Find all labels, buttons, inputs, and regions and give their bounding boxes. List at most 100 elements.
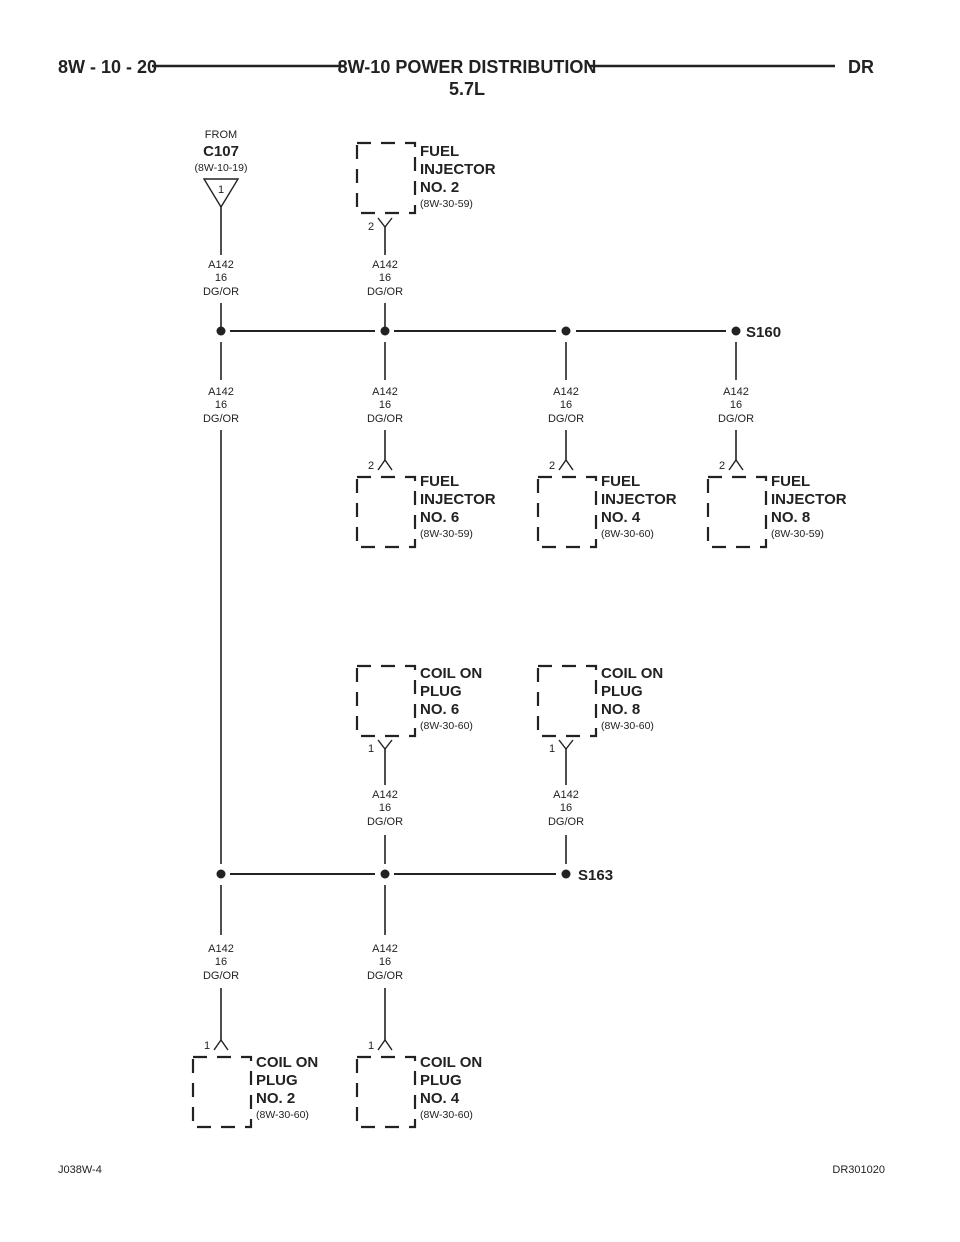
source-pin: 1 bbox=[218, 184, 224, 196]
svg-text:A142: A142 bbox=[372, 259, 398, 271]
wire-label-coil-6: A142 16 DG/OR bbox=[367, 789, 403, 828]
pin-fork-icon bbox=[558, 739, 574, 751]
fuel-injector-no-2: FUEL INJECTOR NO. 2 (8W-30-59) 2 bbox=[355, 141, 496, 233]
wire-label-main-trunk: A142 16 DG/OR bbox=[203, 386, 239, 425]
svg-text:16: 16 bbox=[379, 399, 391, 411]
splice-node bbox=[216, 869, 226, 879]
pin-fork-icon bbox=[558, 458, 574, 471]
pin-number: 2 bbox=[719, 460, 725, 472]
component-label-line3: NO. 6 bbox=[420, 701, 459, 718]
component-box bbox=[536, 475, 598, 549]
splice-label-s160: S160 bbox=[746, 324, 781, 341]
component-ref: (8W-30-60) bbox=[601, 720, 654, 732]
wire-label-injector-8: A142 16 DG/OR bbox=[718, 386, 754, 425]
splice-node bbox=[561, 326, 571, 336]
component-ref: (8W-30-59) bbox=[420, 528, 473, 540]
splice-node bbox=[561, 869, 571, 879]
svg-text:16: 16 bbox=[730, 399, 742, 411]
splice-node bbox=[216, 326, 226, 336]
component-label-line2: INJECTOR bbox=[771, 491, 847, 508]
pin-fork-icon bbox=[728, 458, 744, 471]
svg-text:16: 16 bbox=[379, 802, 391, 814]
component-label-line1: COIL ON bbox=[256, 1054, 318, 1071]
svg-text:DG/OR: DG/OR bbox=[203, 970, 239, 982]
component-box bbox=[355, 1055, 417, 1129]
component-label-line1: COIL ON bbox=[601, 665, 663, 682]
svg-text:16: 16 bbox=[215, 272, 227, 284]
page-subtitle: 5.7L bbox=[449, 79, 485, 99]
model-code: DR bbox=[848, 57, 874, 77]
component-box bbox=[355, 141, 417, 215]
wire-label-coil-2: A142 16 DG/OR bbox=[203, 943, 239, 982]
component-box bbox=[355, 475, 417, 549]
pin-fork-icon bbox=[377, 1038, 393, 1051]
component-box bbox=[191, 1055, 253, 1129]
svg-text:A142: A142 bbox=[723, 386, 749, 398]
svg-text:DG/OR: DG/OR bbox=[203, 413, 239, 425]
component-label-line2: PLUG bbox=[420, 1072, 462, 1089]
pin-number: 1 bbox=[549, 743, 555, 755]
coil-on-plug-no-4: 1 COIL ON PLUG NO. 4 (8W-30-60) bbox=[355, 1038, 482, 1129]
component-label-line3: NO. 4 bbox=[420, 1090, 460, 1107]
svg-text:DG/OR: DG/OR bbox=[203, 286, 239, 298]
component-label-line3: NO. 8 bbox=[601, 701, 640, 718]
wire-label-injector-4: A142 16 DG/OR bbox=[548, 386, 584, 425]
component-ref: (8W-30-60) bbox=[420, 1109, 473, 1121]
pin-fork-icon bbox=[377, 739, 393, 751]
pin-number: 2 bbox=[549, 460, 555, 472]
source-connector-name: C107 bbox=[203, 143, 239, 160]
svg-text:DG/OR: DG/OR bbox=[718, 413, 754, 425]
splice-node bbox=[380, 326, 390, 336]
svg-text:DG/OR: DG/OR bbox=[548, 816, 584, 828]
coil-on-plug-no-8: COIL ON PLUG NO. 8 (8W-30-60) 1 bbox=[536, 664, 663, 755]
wire-label-injector-6: A142 16 DG/OR bbox=[367, 386, 403, 425]
component-ref: (8W-30-59) bbox=[771, 528, 824, 540]
svg-text:DG/OR: DG/OR bbox=[367, 413, 403, 425]
svg-text:A142: A142 bbox=[553, 789, 579, 801]
svg-text:A142: A142 bbox=[372, 943, 398, 955]
svg-text:A142: A142 bbox=[208, 943, 234, 955]
component-ref: (8W-30-60) bbox=[420, 720, 473, 732]
pin-number: 2 bbox=[368, 221, 374, 233]
component-ref: (8W-30-60) bbox=[256, 1109, 309, 1121]
pin-number: 2 bbox=[368, 460, 374, 472]
svg-text:16: 16 bbox=[215, 956, 227, 968]
wire-label-coil-4: A142 16 DG/OR bbox=[367, 943, 403, 982]
component-label-line3: NO. 8 bbox=[771, 509, 810, 526]
pin-fork-icon bbox=[213, 1038, 229, 1051]
splice-node bbox=[731, 326, 741, 336]
coil-on-plug-no-6: COIL ON PLUG NO. 6 (8W-30-60) 1 bbox=[355, 664, 482, 755]
svg-text:A142: A142 bbox=[372, 789, 398, 801]
component-label-line2: INJECTOR bbox=[601, 491, 677, 508]
component-label-line2: INJECTOR bbox=[420, 161, 496, 178]
component-ref: (8W-30-60) bbox=[601, 528, 654, 540]
wire-label-coil-8: A142 16 DG/OR bbox=[548, 789, 584, 828]
component-label-line1: COIL ON bbox=[420, 1054, 482, 1071]
svg-text:DG/OR: DG/OR bbox=[367, 816, 403, 828]
svg-text:16: 16 bbox=[560, 399, 572, 411]
component-box bbox=[536, 664, 598, 738]
svg-text:A142: A142 bbox=[208, 386, 234, 398]
component-ref: (8W-30-59) bbox=[420, 198, 473, 210]
component-label-line2: PLUG bbox=[420, 683, 462, 700]
source-from-label: FROM bbox=[205, 129, 237, 141]
svg-text:A142: A142 bbox=[553, 386, 579, 398]
page-code: 8W - 10 - 20 bbox=[58, 57, 157, 77]
fuel-injector-no-6: 2 FUEL INJECTOR NO. 6 (8W-30-59) bbox=[355, 458, 496, 549]
component-label-line2: PLUG bbox=[601, 683, 643, 700]
footer-left-code: J038W-4 bbox=[58, 1164, 102, 1176]
pin-fork-icon bbox=[377, 458, 393, 471]
source-c107: FROM C107 (8W-10-19) 1 bbox=[195, 129, 247, 209]
svg-text:16: 16 bbox=[379, 956, 391, 968]
coil-on-plug-no-2: 1 COIL ON PLUG NO. 2 (8W-30-60) bbox=[191, 1038, 318, 1129]
component-label-line3: NO. 6 bbox=[420, 509, 459, 526]
page-title: 8W-10 POWER DISTRIBUTION bbox=[338, 57, 597, 77]
component-label-line1: FUEL bbox=[771, 473, 810, 490]
component-label-line3: NO. 4 bbox=[601, 509, 641, 526]
svg-text:A142: A142 bbox=[372, 386, 398, 398]
svg-text:DG/OR: DG/OR bbox=[367, 286, 403, 298]
pin-number: 1 bbox=[204, 1040, 210, 1052]
splice-label-s163: S163 bbox=[578, 867, 613, 884]
component-label-line2: INJECTOR bbox=[420, 491, 496, 508]
